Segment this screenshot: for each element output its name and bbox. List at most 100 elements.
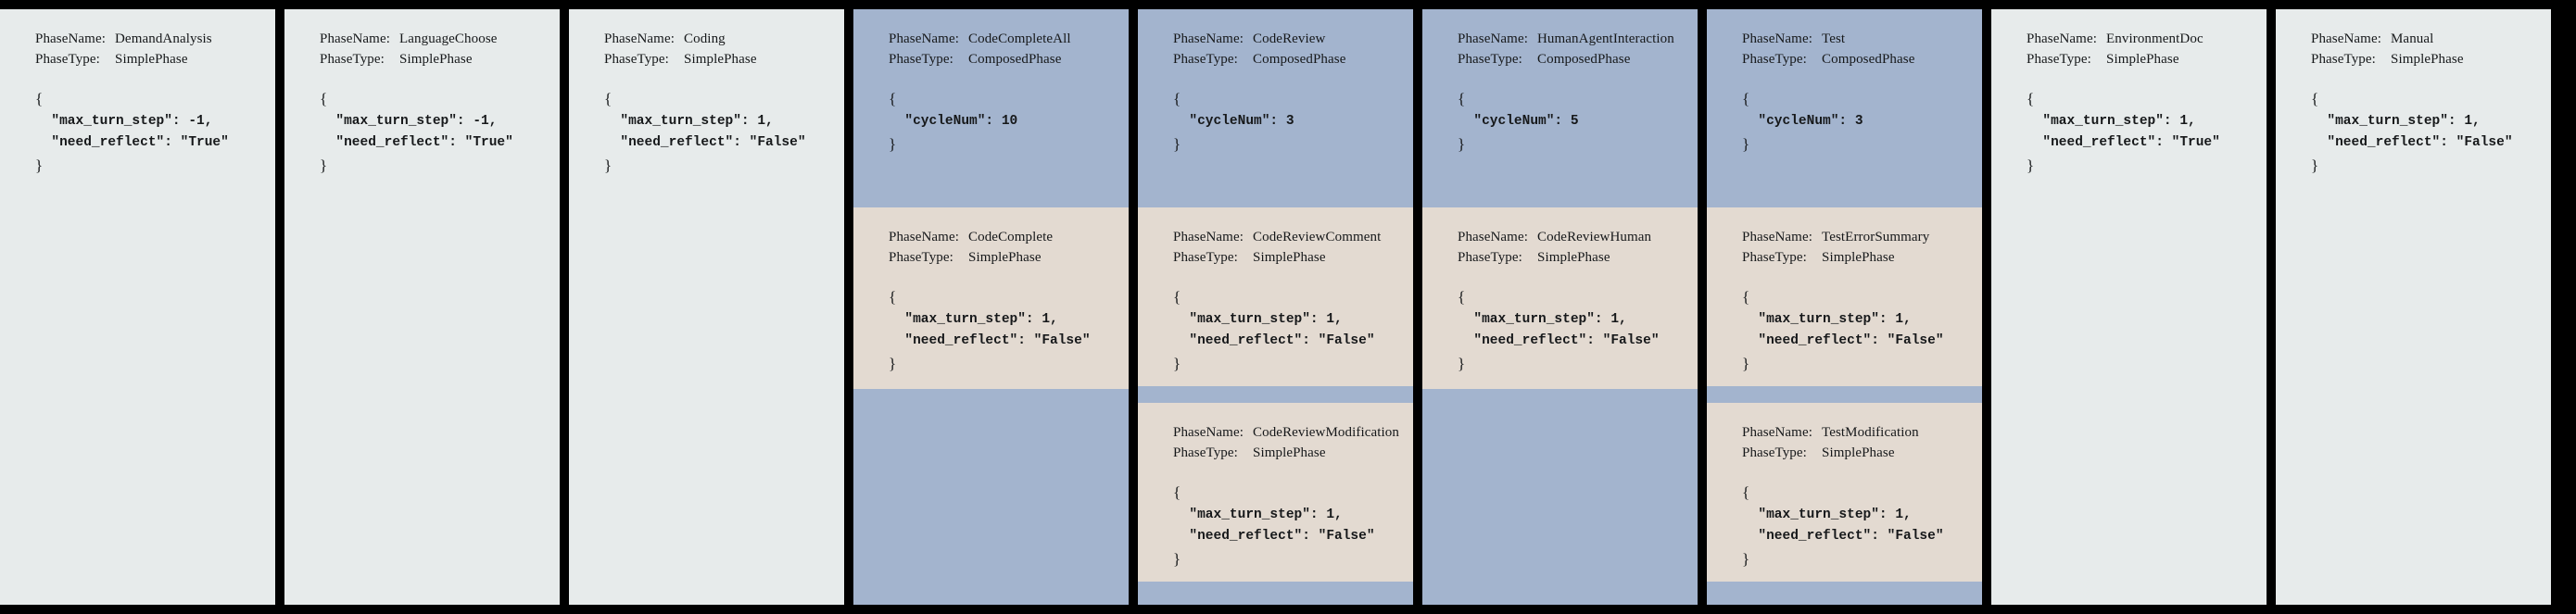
json-line: "need_reflect": "False" [604,135,806,151]
human-agent-interaction-config-json: { "cycleNum": 5} [1458,87,1673,158]
code-review-comment-phase-type-value: SimplePhase [1253,249,1326,265]
manual-phase-name-value: Manual [2391,31,2434,46]
code-complete-all-phase-type-label: PhaseType: [889,51,953,67]
code-complete-all-phase-type-value: ComposedPhase [968,51,1062,67]
code-review-human-config-json: { "max_turn_step": 1, "need_reflect": "F… [1458,285,1673,378]
code-complete-all-phase-name-label-row: PhaseName:CodeCompleteAll [889,30,1105,50]
json-line: "max_turn_step": 1, [889,312,1058,328]
coding-phase-name-label-row: PhaseName: Coding [604,30,820,50]
json-brace-open: { [889,89,897,107]
code-complete-phase-type-label-row: PhaseType:SimplePhase [889,248,1105,269]
manual-phase-type-label: PhaseType: [2311,51,2376,67]
json-brace-open: { [1742,287,1750,306]
composed-phase-tail [1138,582,1413,605]
language-choose-phase-name-value: LanguageChoose [399,31,498,46]
json-brace-close: } [1742,135,1750,154]
test-error-summary-config-json: { "max_turn_step": 1, "need_reflect": "F… [1742,285,1958,378]
coding-phase-type-label: PhaseType: [604,51,669,67]
json-brace-open: { [1173,482,1181,501]
json-line: "max_turn_step": 1, [1173,507,1343,523]
environment-doc-config-json: { "max_turn_step": 1, "need_reflect": "T… [2027,87,2242,180]
json-brace-open: { [2311,89,2319,107]
coding-config-json: { "max_turn_step": 1, "need_reflect": "F… [604,87,820,180]
json-line: "need_reflect": "False" [1458,333,1660,349]
json-line: "cycleNum": 3 [1742,114,1863,130]
test-modification-phase-name-label: PhaseName: [1742,425,1812,441]
composed-phase-tail [1422,389,1698,605]
json-brace-close: } [320,157,328,175]
json-line: "need_reflect": "False" [1173,333,1375,349]
code-review-comment-phase-name-label-row: PhaseName:CodeReviewComment [1173,228,1389,248]
demand-analysis-phase-type-label: PhaseType: [35,51,100,67]
test-phase-name-label: PhaseName: [1742,31,1812,46]
json-brace-close: } [1458,355,1466,373]
code-complete-phase-name-label: PhaseName: [889,230,959,244]
human-agent-interaction-phase-name-label-row: PhaseName:HumanAgentInteraction [1458,30,1674,50]
json-line: "need_reflect": "False" [1742,333,1944,349]
test-modification-config-json: { "max_turn_step": 1, "need_reflect": "F… [1742,481,1958,573]
test-error-summary-phase-name-label: PhaseName: [1742,230,1812,244]
code-review-modification-phase-type-label: PhaseType: [1173,445,1238,460]
json-brace-close: } [2027,157,2035,175]
environment-doc-phase-name-label-row: PhaseName:EnvironmentDoc [2027,30,2242,50]
language-choose-config-json: { "max_turn_step": -1, "need_reflect": "… [320,87,536,180]
test-phase-type-value: ComposedPhase [1822,51,1915,67]
coding-phase-name-value: Coding [684,31,726,46]
coding-phase-name-label: PhaseName: [604,31,675,46]
coding-phase-type-value: SimplePhase [684,51,757,67]
json-line: "need_reflect": "True" [320,135,513,151]
json-line: "max_turn_step": 1, [2027,114,2196,130]
json-brace-close: } [889,135,897,154]
code-review-modification-phase-name-label: PhaseName: [1173,425,1244,441]
code-review-phase-name-label: PhaseName: [1173,31,1244,46]
composed-phase-tail [1707,582,1982,605]
code-review-modification-phase-name-value: CodeReviewModification [1253,425,1400,441]
code-complete-config-json: { "max_turn_step": 1, "need_reflect": "F… [889,285,1105,378]
code-complete-all-config-json: { "cycleNum": 10} [889,87,1105,158]
code-review-comment-config-json: { "max_turn_step": 1, "need_reflect": "F… [1173,285,1389,378]
test-config-json: { "cycleNum": 3} [1742,87,1958,158]
code-complete-phase-type-value: SimplePhase [968,249,1042,265]
test-error-summary-phase-type-value: SimplePhase [1822,249,1895,265]
json-line: "need_reflect": "False" [889,333,1091,349]
code-review-human-phase-name-label: PhaseName: [1458,230,1528,244]
code-complete-all-phase-type-label-row: PhaseType: ComposedPhase [889,50,1105,70]
json-brace-open: { [320,89,328,107]
demand-analysis-phase-name-label: PhaseName: [35,31,106,46]
json-brace-close: } [1173,355,1181,373]
human-agent-interaction-phase-name-label: PhaseName: [1458,31,1528,46]
json-brace-open: { [1458,287,1466,306]
demand-analysis-phase-type-label-row: PhaseType:SimplePhase [35,50,251,70]
test-modification-phase-type-label: PhaseType: [1742,445,1807,460]
test-modification-phase-name-label-row: PhaseName:TestModification [1742,423,1958,444]
json-line: "cycleNum": 5 [1458,114,1579,130]
test-error-summary-phase-type-label: PhaseType: [1742,249,1807,265]
code-review-config-json: { "cycleNum": 3} [1173,87,1389,158]
sub-phase-separator [1707,386,1982,404]
